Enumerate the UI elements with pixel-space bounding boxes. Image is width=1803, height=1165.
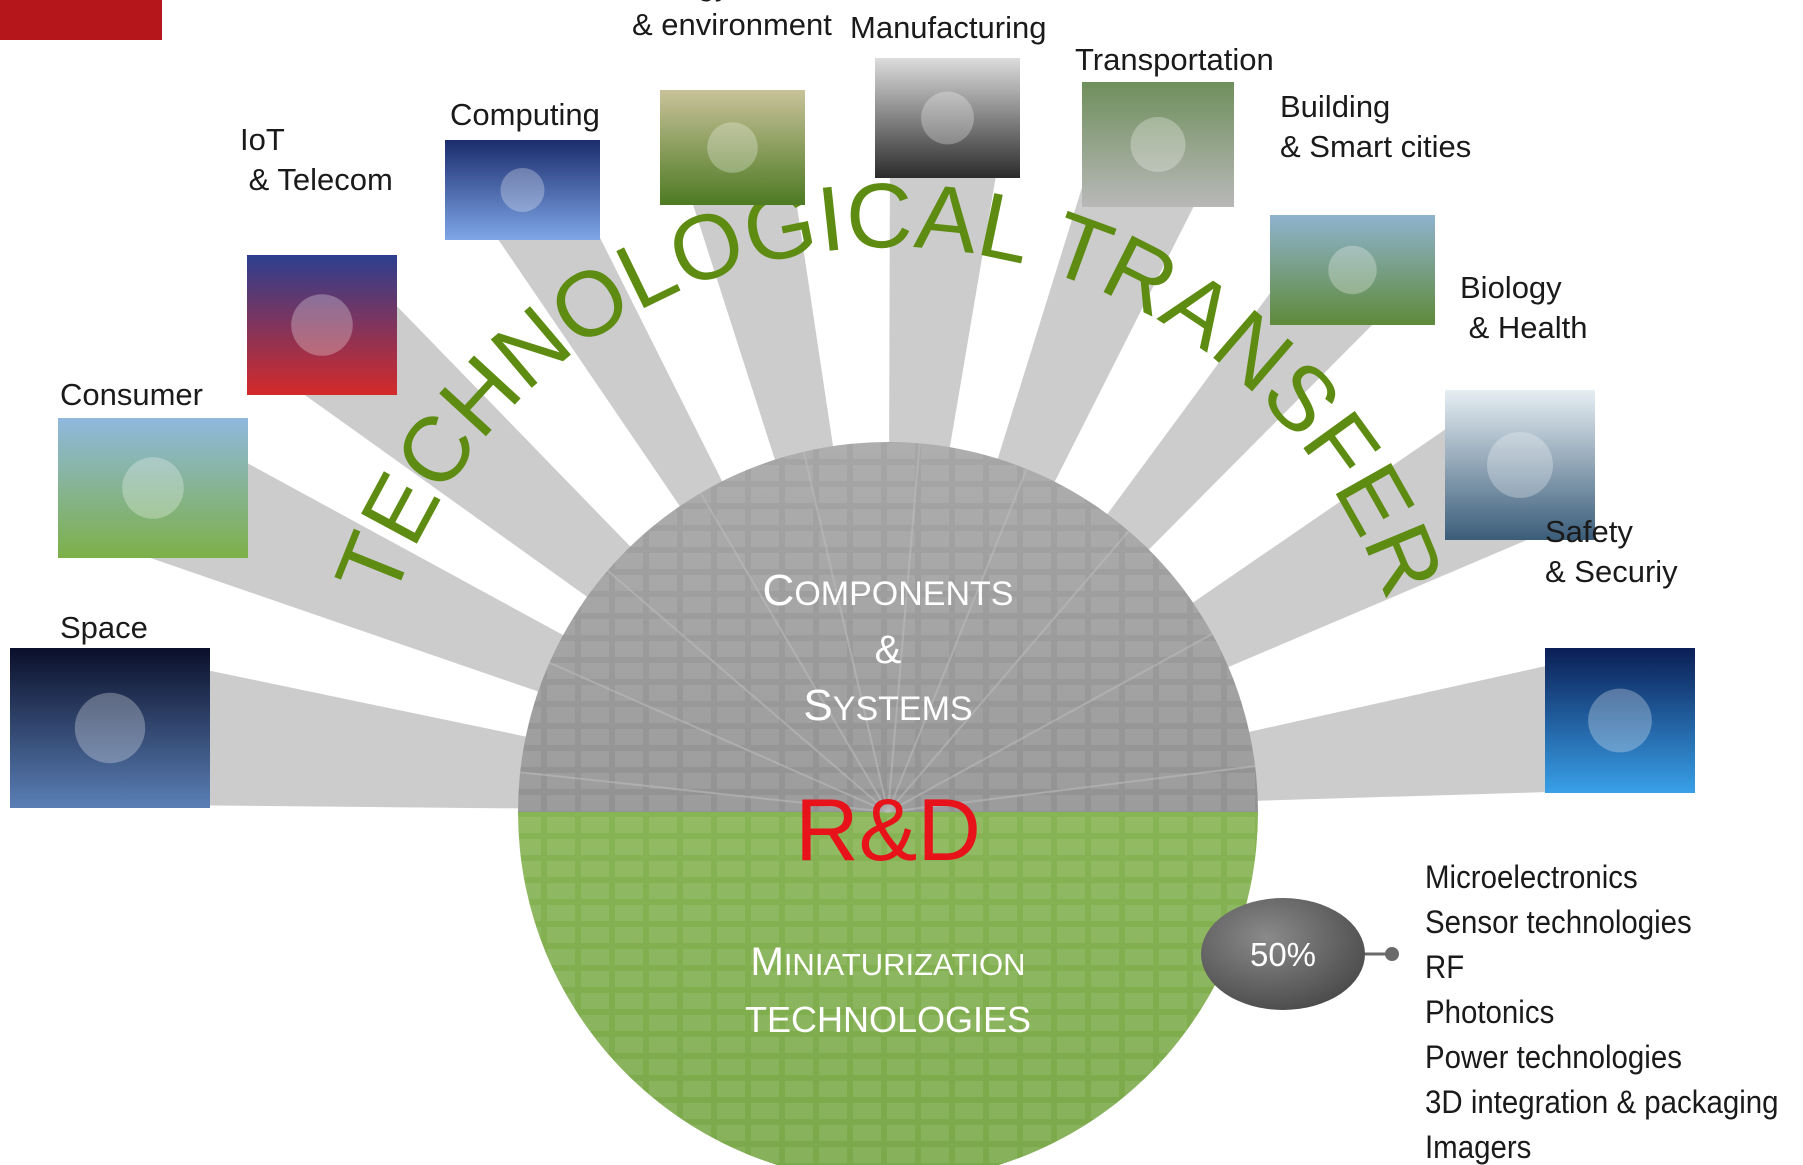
domain-label-space: Space bbox=[60, 610, 148, 645]
technology-item: RF bbox=[1425, 949, 1465, 985]
domain-label-biology-health: Biology & Health bbox=[1460, 270, 1588, 345]
technology-item: Microelectronics bbox=[1425, 859, 1638, 895]
rd-label: R&D bbox=[795, 780, 981, 879]
transportation-emblem bbox=[1130, 117, 1186, 172]
ampersand-label: & bbox=[875, 628, 902, 672]
domain-label-line: & Telecom bbox=[240, 162, 393, 197]
padlock-circuit-icon bbox=[1545, 648, 1695, 793]
technology-item: Sensor technologies bbox=[1425, 904, 1692, 940]
family-house-icon bbox=[58, 418, 248, 558]
inner-ray-iot-telecom bbox=[606, 569, 889, 813]
seedling-hands-icon bbox=[660, 90, 805, 205]
domain-label-line: Energy bbox=[632, 0, 731, 2]
domain-label-line: & Smart cities bbox=[1280, 129, 1471, 164]
domain-label-line: Building bbox=[1280, 89, 1390, 124]
stethoscope-icon bbox=[1445, 390, 1595, 540]
components-label: COMPONENTS bbox=[763, 566, 1014, 615]
space-emblem bbox=[74, 692, 146, 764]
manufacturing-emblem bbox=[921, 91, 974, 145]
server-room-icon bbox=[445, 140, 600, 240]
car-icon bbox=[1082, 82, 1234, 207]
technologies-label: TECHNOLOGIES bbox=[745, 999, 1031, 1040]
miniaturization-half bbox=[518, 812, 1258, 1165]
domain-label-line: & Securiy bbox=[1545, 554, 1678, 589]
iot-telecom-emblem bbox=[291, 294, 353, 356]
domain-safety-security: Safety & Securiy bbox=[1545, 514, 1695, 793]
inner-ray-manufacturing bbox=[887, 443, 921, 813]
gears-icon bbox=[875, 58, 1020, 178]
domain-space: Space bbox=[10, 610, 210, 808]
domain-label-transportation: Transportation bbox=[1075, 42, 1274, 77]
domain-label-line: Space bbox=[60, 610, 148, 645]
phone-signal-icon bbox=[247, 255, 397, 395]
domain-label-building-smart-cities: Building & Smart cities bbox=[1280, 89, 1471, 164]
domain-label-computing: Computing bbox=[450, 97, 600, 132]
inner-ray-biology-health bbox=[887, 633, 1213, 813]
technology-item: 3D integration & packaging bbox=[1425, 1084, 1779, 1120]
domain-biology-health: Biology & Health bbox=[1445, 270, 1595, 540]
share-badge bbox=[1201, 898, 1365, 1010]
domain-label-line: Manufacturing bbox=[850, 10, 1046, 45]
inner-ray-computing bbox=[699, 492, 889, 813]
domain-label-consumer: Consumer bbox=[60, 377, 203, 412]
technology-item: Imagers bbox=[1425, 1129, 1532, 1165]
systems-label: SYSTEMS bbox=[803, 681, 972, 730]
technology-item: Photonics bbox=[1425, 994, 1555, 1030]
domain-label-line: & Health bbox=[1460, 310, 1588, 345]
inner-ray-space bbox=[520, 771, 889, 813]
technology-item: Power technologies bbox=[1425, 1039, 1682, 1075]
inner-ray-transportation bbox=[887, 468, 1028, 813]
domain-label-safety-security: Safety & Securiy bbox=[1545, 514, 1678, 589]
domain-label-energy-environment: Energy & environment bbox=[632, 0, 832, 42]
domain-computing: Computing bbox=[445, 97, 600, 240]
inner-ray-consumer bbox=[549, 661, 889, 813]
space-earth-moon-icon bbox=[10, 648, 210, 808]
inner-ray-energy-environment bbox=[802, 451, 889, 813]
domain-label-line: IoT bbox=[240, 122, 285, 157]
share-badge-label: 50% bbox=[1250, 936, 1316, 973]
domain-tiles: Space Consumer IoT & Telecom Computing Energ… bbox=[10, 0, 1695, 808]
components-systems-half bbox=[518, 442, 1258, 812]
domain-iot-telecom: IoT & Telecom bbox=[240, 122, 397, 395]
miniaturization-label: MINIATURIZATION bbox=[750, 940, 1025, 984]
domain-label-iot-telecom: IoT & Telecom bbox=[240, 122, 393, 197]
domain-transportation: Transportation bbox=[1075, 42, 1274, 207]
domain-label-manufacturing: Manufacturing bbox=[850, 10, 1046, 45]
brand-red-bar bbox=[0, 0, 162, 40]
safety-security-emblem bbox=[1588, 688, 1652, 753]
domain-label-line: Biology bbox=[1460, 270, 1562, 305]
biology-health-emblem bbox=[1487, 432, 1553, 498]
domain-manufacturing: Manufacturing bbox=[850, 10, 1046, 178]
consumer-emblem bbox=[122, 457, 184, 519]
building-smart-cities-emblem bbox=[1328, 245, 1377, 295]
computing-emblem bbox=[500, 168, 545, 212]
domain-consumer: Consumer bbox=[58, 377, 248, 558]
connector-dot bbox=[1385, 947, 1399, 961]
domain-label-line: & environment bbox=[632, 7, 832, 42]
energy-environment-emblem bbox=[707, 122, 758, 173]
domain-label-line: Safety bbox=[1545, 514, 1633, 549]
domain-energy-environment: Energy & environment bbox=[632, 0, 832, 205]
domain-building-smart-cities: Building & Smart cities bbox=[1270, 89, 1471, 325]
domain-label-line: Computing bbox=[450, 97, 600, 132]
city-skyline-icon bbox=[1270, 215, 1435, 325]
domain-label-line: Consumer bbox=[60, 377, 203, 412]
inner-ray-safety-security bbox=[887, 765, 1256, 813]
inner-ray-building-smart-cities bbox=[887, 530, 1130, 813]
domain-label-line: Transportation bbox=[1075, 42, 1274, 77]
inner-ray-lines bbox=[520, 443, 1256, 813]
